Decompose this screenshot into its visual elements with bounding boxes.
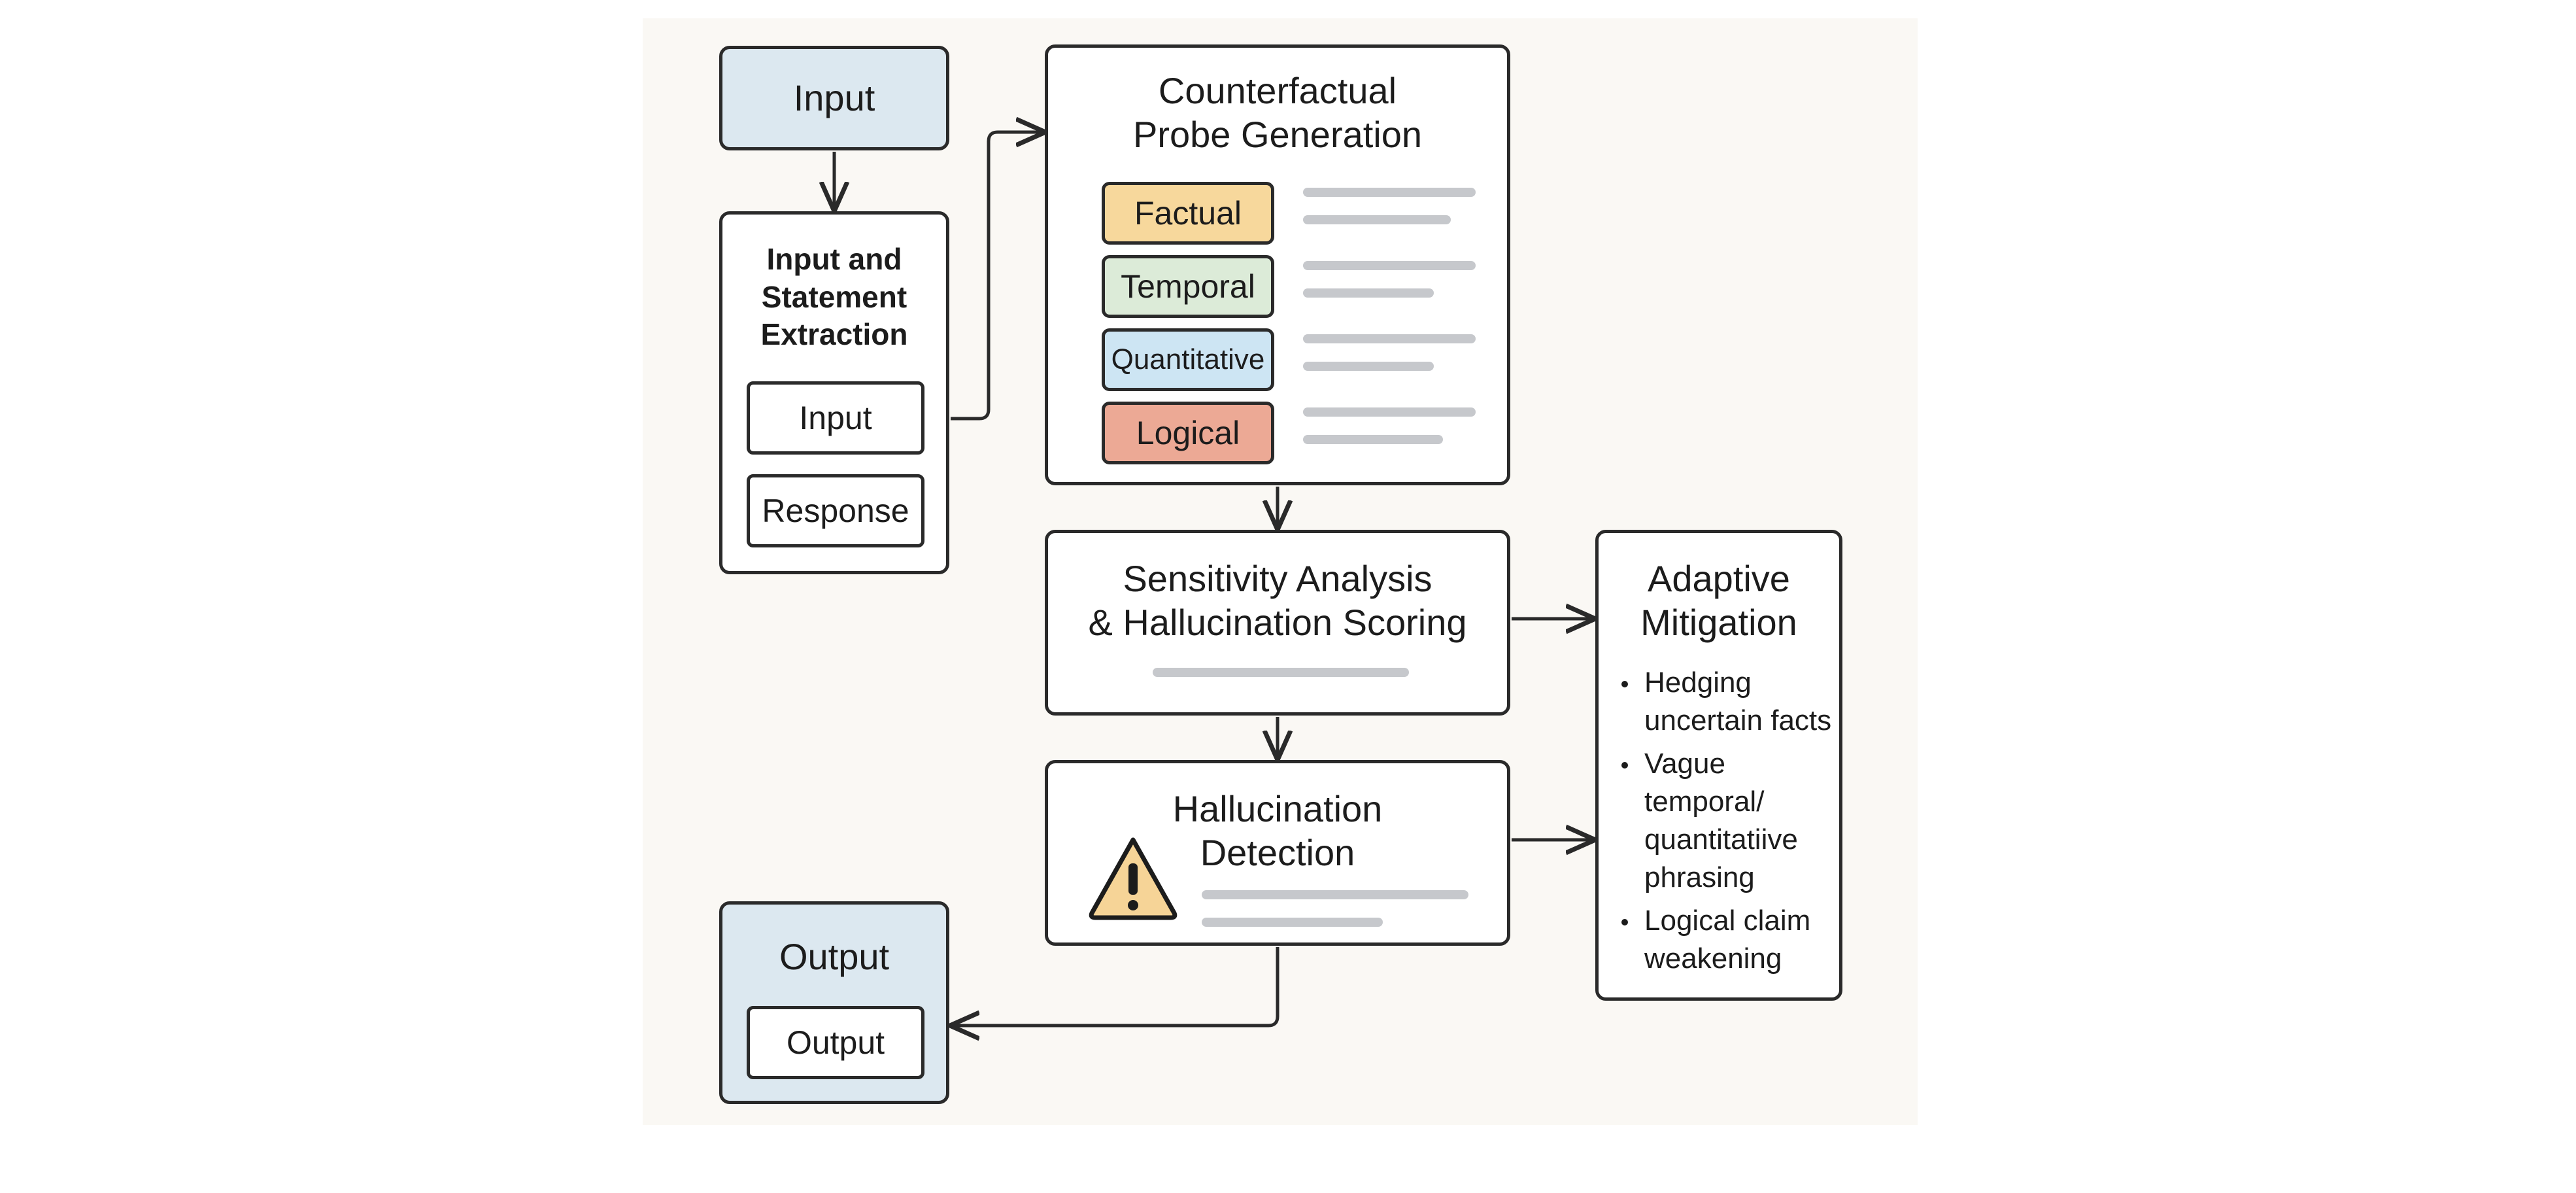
probe-line: [1303, 288, 1434, 298]
probe-line: [1303, 215, 1451, 224]
warning-triangle-icon: [1089, 837, 1178, 920]
output-inner-label: Output: [786, 1024, 885, 1061]
input-node: Input: [719, 46, 949, 150]
output-inner-box: Output: [747, 1006, 924, 1079]
extraction-response-label: Response: [762, 493, 909, 529]
hallucination-detection-title: Hallucination Detection: [1172, 788, 1383, 874]
scoring-line: [1153, 668, 1409, 677]
output-node: Output Output: [719, 901, 949, 1104]
adaptive-mitigation-node: Adaptive Mitigation Hedging uncertain fa…: [1595, 530, 1842, 1001]
probe-generation-node: Counterfactual Probe Generation Factual …: [1045, 44, 1510, 485]
hallucination-detection-node: Hallucination Detection: [1045, 760, 1510, 946]
probe-chip-factual: Factual: [1102, 182, 1274, 245]
arrow-extraction-to-probe: [951, 132, 1042, 421]
extraction-response-box: Response: [747, 474, 924, 547]
extraction-node: Input and Statement Extraction Input Res…: [719, 211, 949, 574]
mitigation-item: Vague temporal/ quantitatiive phrasing: [1599, 745, 1839, 897]
mitigation-item: Hedging uncertain facts: [1599, 664, 1839, 740]
input-node-label: Input: [793, 77, 875, 119]
extraction-input-label: Input: [799, 400, 872, 436]
extraction-input-box: Input: [747, 381, 924, 455]
adaptive-mitigation-title: Adaptive Mitigation: [1640, 558, 1797, 644]
probe-line: [1303, 334, 1476, 343]
extraction-title: Input and Statement Extraction: [760, 242, 908, 351]
probe-line: [1303, 188, 1476, 197]
probe-chip-logical: Logical: [1102, 402, 1274, 464]
mitigation-item: Logical claim weakening: [1599, 902, 1839, 978]
probe-chip-temporal-label: Temporal: [1121, 268, 1255, 305]
probe-generation-title: Counterfactual Probe Generation: [1132, 70, 1423, 156]
probe-chip-temporal: Temporal: [1102, 255, 1274, 318]
probe-chip-quantitative: Quantitative: [1102, 328, 1274, 391]
output-title: Output: [779, 936, 890, 977]
detection-line: [1202, 918, 1383, 927]
probe-chip-quantitative-label: Quantitative: [1111, 343, 1265, 375]
probe-chip-factual-label: Factual: [1134, 195, 1242, 232]
sensitivity-scoring-title: Sensitivity Analysis & Hallucination Sco…: [1088, 558, 1467, 644]
probe-chip-logical-label: Logical: [1136, 415, 1240, 451]
probe-line: [1303, 362, 1434, 371]
probe-line: [1303, 435, 1443, 444]
mitigation-list: Hedging uncertain facts Vague temporal/ …: [1599, 664, 1839, 978]
probe-line: [1303, 407, 1476, 417]
arrow-detection-to-output: [953, 947, 1280, 1026]
probe-line: [1303, 261, 1476, 270]
detection-line: [1202, 890, 1468, 899]
